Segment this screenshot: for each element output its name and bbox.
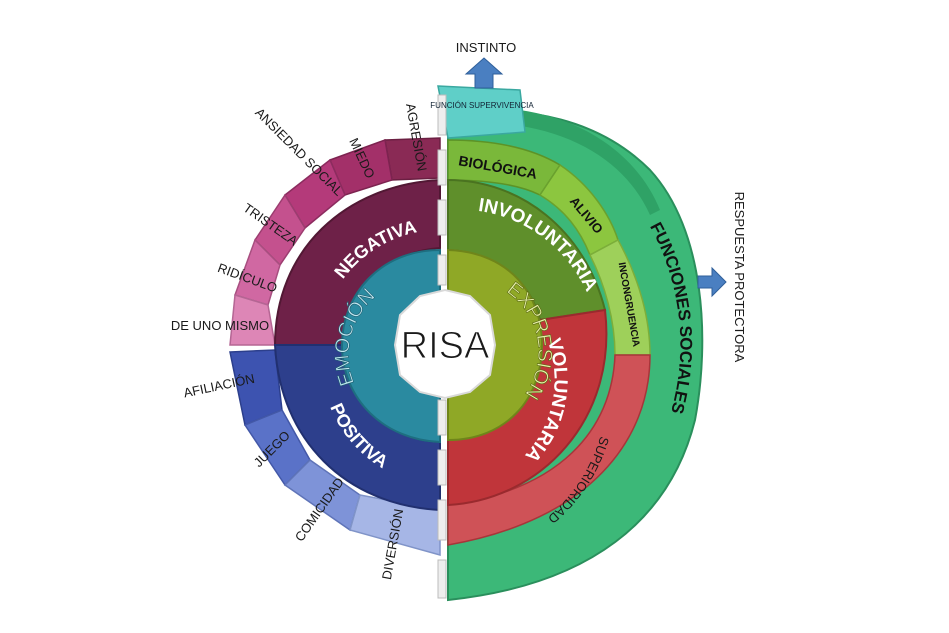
respuesta-arrow — [697, 266, 727, 298]
superioridad-segment — [447, 354, 651, 546]
funciones-inner-shade — [515, 110, 660, 215]
funcion-supervivencia-tab — [437, 85, 526, 139]
risa-label: RISA — [401, 325, 490, 367]
instinto-arrow — [464, 57, 504, 89]
risa-center — [393, 288, 497, 400]
de-uno-mismo-segment — [229, 294, 276, 346]
funcion-supervivencia-label: FUNCIÓN SUPERVIVENCIA — [430, 101, 534, 110]
emocion-segment — [340, 248, 441, 444]
de-uno-mismo-label: DE UNO MISMO — [171, 318, 269, 333]
respuesta-protectora-label: RESPUESTA PROTECTORA — [732, 192, 747, 363]
instinto-label: INSTINTO — [456, 40, 516, 55]
divider-tabs — [437, 94, 447, 599]
